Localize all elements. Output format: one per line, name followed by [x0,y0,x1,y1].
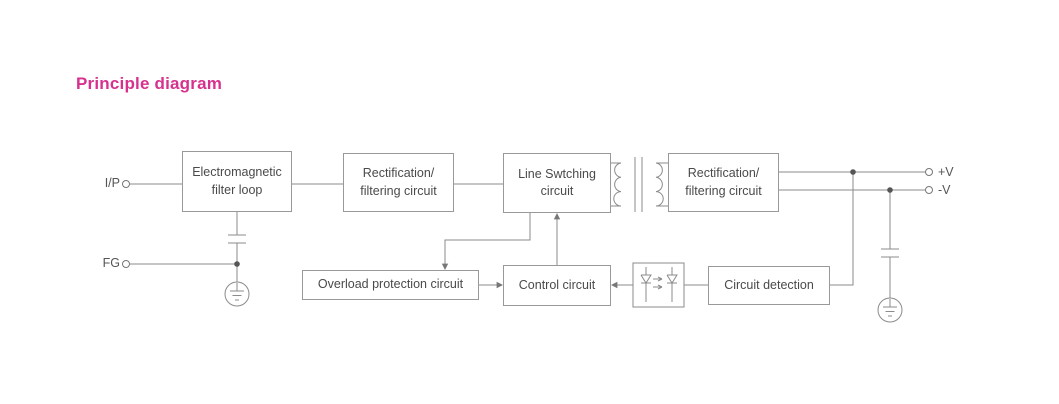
block-circuit-detection: Circuit detection [708,266,830,305]
arrowhead [441,213,618,289]
block-rectification-filtering-1: Rectification/ filtering circuit [343,153,454,212]
ground-icon [224,281,250,307]
block-label-line: filtering circuit [685,183,762,198]
block-control-circuit: Control circuit [503,265,611,306]
block-label-line: circuit [540,184,574,198]
negative-output-label: -V [938,183,951,197]
block-label-line: Rectification/ [362,166,435,180]
block-label-line: Rectification/ [687,166,760,180]
block-line-switching: Line Swtching circuit [503,153,611,213]
block-label-line: Overload protection circuit [317,277,464,292]
junction-dot [234,169,893,267]
terminal-circle [122,168,933,268]
block-label-line: Circuit detection [724,277,814,292]
transformer-icon [613,157,664,212]
block-rectification-filtering-2: Rectification/ filtering circuit [668,153,779,212]
ground-icon [877,297,903,323]
block-label-line: Line Swtching [518,166,596,181]
block-label-line: filtering circuit [360,183,437,198]
capacitor-icon [881,248,899,258]
input-terminal-label: I/P [104,176,120,190]
block-label-line: Electromagnetic [192,165,282,179]
page-title: Principle diagram [76,74,223,93]
capacitor-icon [228,234,246,244]
block-label-line: filter loop [211,182,263,197]
optocoupler-icon [632,262,685,308]
positive-output-label: +V [938,165,954,179]
block-electromagnetic-filter: Electromagnetic filter loop [182,151,292,212]
block-overload-protection: Overload protection circuit [302,270,479,300]
block-label-line: Control circuit [518,277,596,292]
fg-terminal-label: FG [102,256,120,270]
